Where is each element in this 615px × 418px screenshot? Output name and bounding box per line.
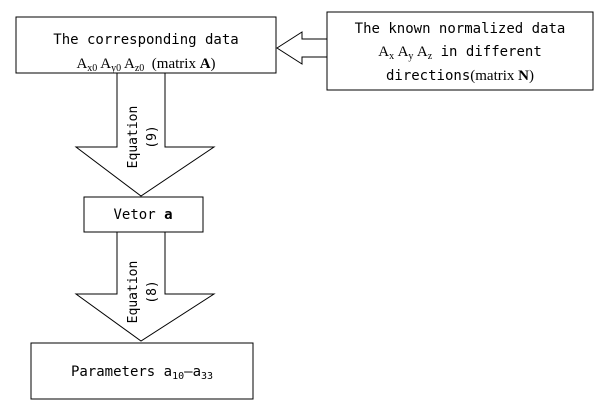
corresponding-data-box xyxy=(15,16,277,74)
equation-9-arrow: Equation (9) xyxy=(74,72,216,197)
left-arrow xyxy=(276,31,328,65)
known-data-directions: directions(matrix N) xyxy=(386,68,534,84)
known-data-node: The known normalized data Ax Ay Az in di… xyxy=(326,11,594,91)
known-data-title: The known normalized data xyxy=(355,21,566,37)
corresponding-data-node: The corresponding data Ax0 Ay0 Az0 (matr… xyxy=(15,16,277,74)
equation-9-word: Equation xyxy=(126,106,141,169)
vector-label: Vetor a xyxy=(113,207,172,223)
corresponding-data-title: The corresponding data xyxy=(53,32,238,48)
known-data-box xyxy=(326,11,594,91)
vector-box xyxy=(83,196,204,233)
vector-node: Vetor a xyxy=(83,196,204,233)
parameters-label: Parameters a10–a33 xyxy=(71,364,213,382)
equation-8-arrow: Equation (8) xyxy=(74,231,216,342)
equation-8-number: (8) xyxy=(145,280,160,303)
parameters-box xyxy=(30,342,254,400)
equation-9-number: (9) xyxy=(145,125,160,148)
down-arrow-equation-8 xyxy=(74,231,216,342)
down-arrow-equation-9 xyxy=(74,72,216,197)
known-data-formula: Ax Ay Az in different xyxy=(378,44,542,62)
corresponding-data-formula: Ax0 Ay0 Az0 (matrix A) xyxy=(76,56,215,74)
parameters-node: Parameters a10–a33 xyxy=(30,342,254,400)
equation-8-word: Equation xyxy=(126,261,141,324)
